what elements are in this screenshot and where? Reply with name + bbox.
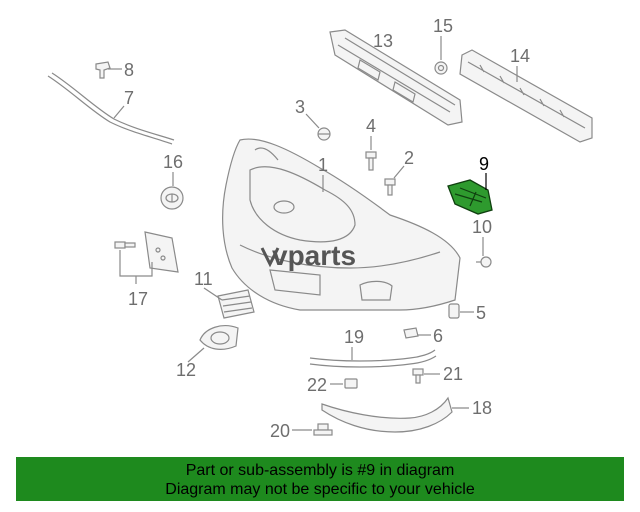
part-19-lower-molding [309, 349, 437, 368]
part-15-nut [434, 61, 448, 75]
part-21-clip [412, 368, 424, 384]
banner-line-1: Part or sub-assembly is #9 in diagram [185, 462, 455, 479]
callout-9: 9 [479, 154, 489, 174]
callout-10: 10 [472, 217, 492, 237]
callout-12: 12 [176, 360, 196, 380]
watermark-logo: vparts [260, 240, 356, 271]
callout-1: 1 [318, 155, 328, 175]
callout-18: 18 [472, 398, 492, 418]
callout-11: 11 [194, 269, 213, 289]
watermark-text: vparts [272, 240, 356, 271]
part-13-absorber [329, 29, 463, 126]
part-5-clip [448, 303, 460, 319]
callout-14: 14 [510, 46, 530, 66]
part-20-bolt [313, 423, 333, 436]
callout-3: 3 [295, 97, 305, 117]
part-10-clip [476, 256, 492, 268]
callout-4: 4 [366, 116, 376, 136]
part-18-lower-spoiler [321, 396, 453, 433]
part-2-bolt [384, 178, 396, 196]
part-7-molding [47, 72, 175, 145]
callout-16: 16 [163, 152, 183, 172]
part-9-bracket [447, 179, 493, 215]
callout-17: 17 [128, 289, 148, 309]
callout-6: 6 [433, 326, 443, 346]
callout-15: 15 [433, 16, 453, 36]
callout-13: 13 [373, 31, 393, 51]
part-11-grille [217, 289, 255, 319]
part-16-emblem [160, 186, 184, 210]
callout-8: 8 [124, 60, 134, 80]
part-6-clip [403, 327, 419, 339]
callout-21: 21 [443, 364, 463, 384]
part-14-reinforcement [459, 49, 593, 143]
banner-line-2: Diagram may not be specific to your vehi… [165, 481, 475, 498]
part-8-clip [95, 61, 111, 79]
callout-7: 7 [124, 88, 134, 108]
info-banner: Part or sub-assembly is #9 in diagram Di… [16, 457, 624, 501]
part-4-bolt [365, 151, 377, 171]
part-22-clip [344, 378, 358, 389]
callout-19: 19 [344, 327, 364, 347]
part-3-screw [317, 127, 331, 141]
callout-5: 5 [476, 303, 486, 323]
part-17-license-bracket [114, 231, 179, 273]
part-12-fog-bezel [199, 325, 239, 350]
callout-2: 2 [404, 148, 414, 168]
callout-20: 20 [270, 421, 290, 441]
part-1-bumper-cover [222, 138, 461, 311]
callout-22: 22 [307, 375, 327, 395]
parts-diagram: 13 14 15 8 7 3 4 2 [47, 16, 593, 441]
